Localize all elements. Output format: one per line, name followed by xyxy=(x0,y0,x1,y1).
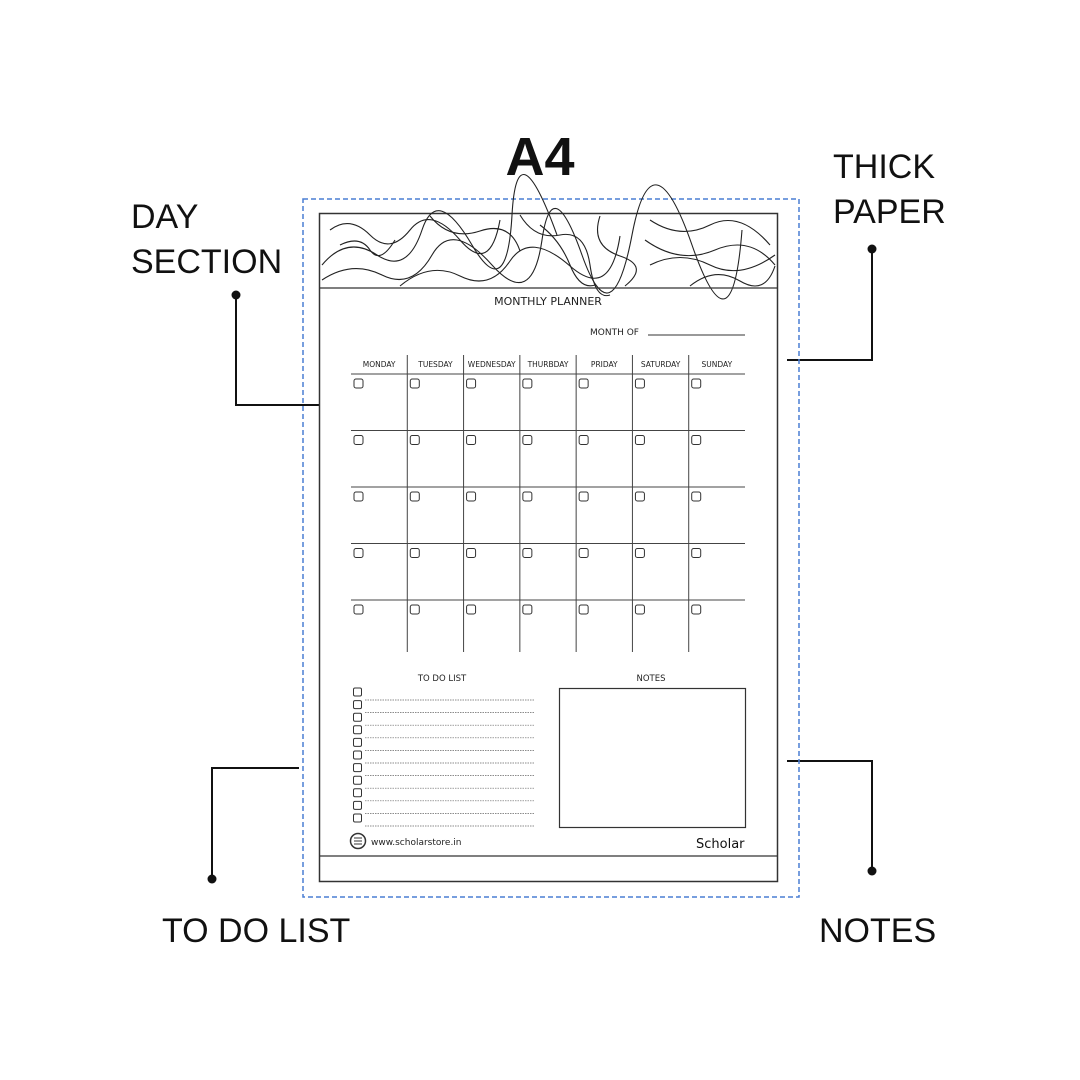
annotation-todo-list: TO DO LIST xyxy=(162,912,350,950)
day-checkbox[interactable] xyxy=(634,548,645,558)
day-header: SUNDAY xyxy=(702,360,733,369)
decorative-wave-header xyxy=(321,173,776,300)
day-checkbox[interactable] xyxy=(466,548,477,558)
day-checkbox[interactable] xyxy=(522,604,533,615)
day-checkbox[interactable] xyxy=(353,491,364,502)
day-checkbox[interactable] xyxy=(522,548,533,558)
leader-dot xyxy=(867,866,877,876)
day-checkbox[interactable] xyxy=(691,548,702,558)
day-header: MONDAY xyxy=(363,360,396,369)
website-text: www.scholarstore.in xyxy=(371,838,462,848)
day-checkbox[interactable] xyxy=(691,435,702,445)
day-checkbox[interactable] xyxy=(578,491,589,502)
day-checkbox[interactable] xyxy=(353,604,364,615)
leader-dot xyxy=(231,290,241,300)
notes-title: NOTES xyxy=(636,674,665,684)
day-checkbox[interactable] xyxy=(466,378,477,389)
annotation-thick-paper-line2: PAPER xyxy=(833,193,946,231)
day-header: PRIDAY xyxy=(591,360,618,369)
notes-box[interactable] xyxy=(558,687,747,829)
leader-thick-paper xyxy=(787,249,873,361)
leader-dot xyxy=(207,874,217,884)
annotation-notes: NOTES xyxy=(819,912,936,950)
todo-checkbox[interactable] xyxy=(353,775,362,785)
day-checkbox[interactable] xyxy=(409,604,420,615)
day-checkbox[interactable] xyxy=(578,604,589,615)
day-header: WEDNESDAY xyxy=(468,360,516,369)
size-title: A4 xyxy=(505,127,574,187)
day-checkbox[interactable] xyxy=(578,378,589,389)
todo-checkbox[interactable] xyxy=(353,712,362,722)
leader-notes xyxy=(787,760,873,871)
a4-dashed-border xyxy=(302,198,800,898)
day-checkbox[interactable] xyxy=(409,435,420,445)
day-checkbox[interactable] xyxy=(634,491,645,502)
leader-dot xyxy=(867,244,877,254)
day-header: THURBDAY xyxy=(527,360,569,369)
todo-checkbox[interactable] xyxy=(353,813,362,823)
day-checkbox[interactable] xyxy=(691,378,702,389)
day-checkbox[interactable] xyxy=(409,378,420,389)
leader-day-section xyxy=(235,295,320,406)
day-checkbox[interactable] xyxy=(578,435,589,445)
day-header: TUESDAY xyxy=(417,360,453,369)
day-checkbox[interactable] xyxy=(634,435,645,445)
annotation-day-section-line1: DAY xyxy=(131,198,198,236)
brand-logo: Scholar xyxy=(696,837,745,852)
annotation-thick-paper-line1: THICK xyxy=(833,148,935,186)
todo-list xyxy=(353,687,535,827)
todo-checkbox[interactable] xyxy=(353,800,362,810)
day-checkbox[interactable] xyxy=(409,548,420,558)
day-checkbox[interactable] xyxy=(634,604,645,615)
day-checkbox[interactable] xyxy=(691,604,702,615)
day-checkbox[interactable] xyxy=(466,604,477,615)
scholar-logo-icon xyxy=(349,832,367,850)
day-checkbox[interactable] xyxy=(634,378,645,389)
day-checkbox[interactable] xyxy=(353,548,364,558)
day-checkbox[interactable] xyxy=(409,491,420,502)
calendar-grid: MONDAY TUESDAY WEDNESDAY THURBDAY PRIDAY SATU… xyxy=(351,355,745,652)
day-checkbox[interactable] xyxy=(578,548,589,558)
day-checkbox[interactable] xyxy=(466,435,477,445)
todo-checkbox[interactable] xyxy=(353,737,362,747)
leader-lines xyxy=(211,249,873,879)
day-checkbox[interactable] xyxy=(466,491,477,502)
month-of-label: MONTH OF xyxy=(590,328,639,338)
todo-checkbox[interactable] xyxy=(353,788,362,798)
planner-heading: MONTHLY PLANNER xyxy=(494,295,602,308)
annotation-day-section-line2: SECTION xyxy=(131,243,282,281)
day-checkbox[interactable] xyxy=(353,435,364,445)
leader-todo-list xyxy=(211,767,299,879)
todo-checkbox[interactable] xyxy=(353,687,362,697)
todo-checkbox[interactable] xyxy=(353,700,362,710)
day-checkbox[interactable] xyxy=(522,491,533,502)
todo-title: TO DO LIST xyxy=(417,674,467,684)
todo-checkbox[interactable] xyxy=(353,750,362,760)
day-checkbox[interactable] xyxy=(353,378,364,389)
day-checkbox[interactable] xyxy=(691,491,702,502)
day-checkbox[interactable] xyxy=(522,378,533,389)
day-checkbox[interactable] xyxy=(522,435,533,445)
planner-sheet xyxy=(318,212,779,883)
todo-checkbox[interactable] xyxy=(353,763,362,773)
todo-checkbox[interactable] xyxy=(353,725,362,735)
day-header: SATURDAY xyxy=(641,360,681,369)
